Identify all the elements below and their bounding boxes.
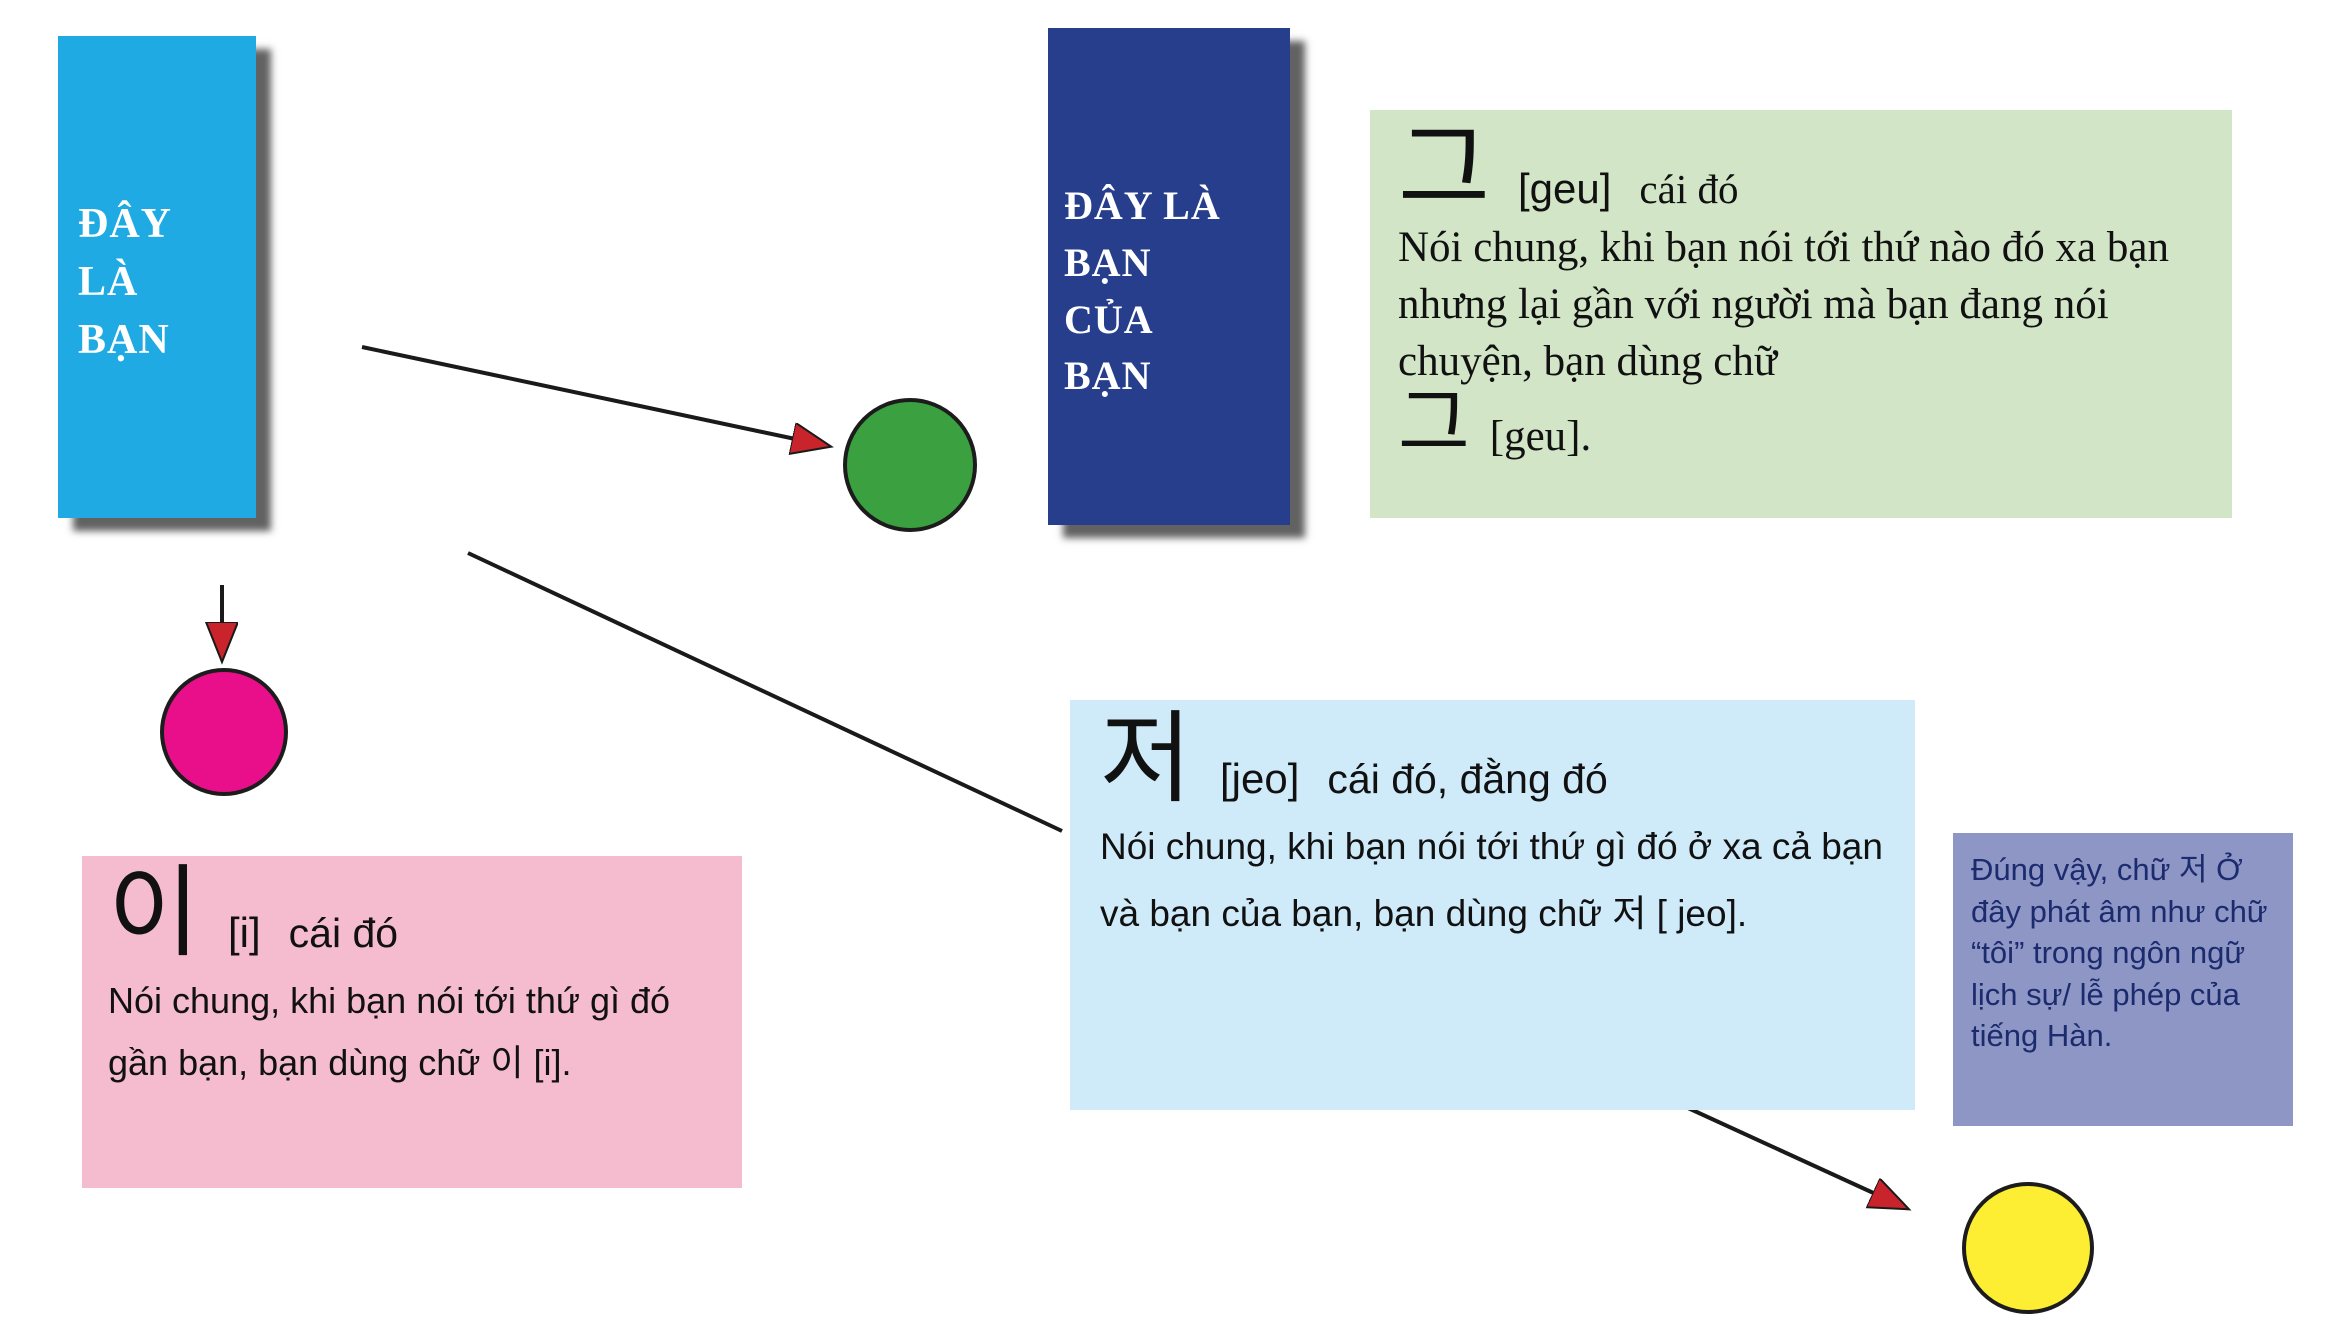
i-explanation-box: 이 [i] cái đó Nói chung, khi bạn nói tới … <box>82 856 742 1188</box>
card-this-is-you: ĐÂY LÀ BẠN <box>58 36 256 518</box>
geu-explanation-box: 그 [geu] cái đó Nói chung, khi bạn nói tớ… <box>1370 110 2232 518</box>
i-romanization: [i] <box>228 909 261 956</box>
pronunciation-side-note: Đúng vậy, chữ 저 Ở đây phát âm như chữ “t… <box>1953 833 2293 1126</box>
jeo-romanization: [jeo] <box>1220 755 1300 802</box>
jeo-body-text: Nói chung, khi bạn nói tới thứ gì đó ở x… <box>1100 826 1883 934</box>
green-circle <box>843 398 977 532</box>
line-you-to-jeo-box <box>467 551 1063 833</box>
geu-header: 그 [geu] cái đó <box>1398 113 2204 225</box>
magenta-circle <box>160 668 288 796</box>
jeo-meaning: cái đó, đằng đó <box>1327 756 1608 802</box>
hangul-geu-glyph-small: 그 <box>1398 379 1470 468</box>
jeo-explanation-box: 저 [jeo] cái đó, đằng đó Nói chung, khi b… <box>1070 700 1915 1110</box>
arrow-jeo-box-to-yellow-circle <box>1687 1106 1880 1196</box>
hangul-geu-glyph: 그 <box>1398 113 1490 225</box>
geu-romanization: [geu] <box>1518 165 1612 212</box>
i-meaning: cái đó <box>288 910 399 956</box>
yellow-circle <box>1962 1182 2094 1314</box>
geu-tail: 그 [geu]. <box>1398 379 2204 468</box>
line-you-to-green-circle <box>361 345 800 440</box>
geu-meaning: cái đó <box>1639 166 1739 212</box>
hangul-i-glyph: 이 <box>108 857 200 969</box>
jeo-header: 저 [jeo] cái đó, đằng đó <box>1100 703 1885 815</box>
pronunciation-side-note-text: Đúng vậy, chữ 저 Ở đây phát âm như chữ “t… <box>1971 852 2268 1054</box>
card-this-is-your-friend-label: ĐÂY LÀ BẠN CỦA BẠN <box>1064 183 1221 399</box>
i-header: 이 [i] cái đó <box>108 857 716 969</box>
card-this-is-your-friend: ĐÂY LÀ BẠN CỦA BẠN <box>1048 28 1290 525</box>
card-this-is-you-label: ĐÂY LÀ BẠN <box>78 201 172 363</box>
hangul-jeo-glyph: 저 <box>1100 703 1192 815</box>
geu-body-text: Nói chung, khi bạn nói tới thứ nào đó xa… <box>1398 224 2169 385</box>
geu-tail-text: [geu]. <box>1489 413 1592 461</box>
i-body-text: Nói chung, khi bạn nói tới thứ gì đó gần… <box>108 980 671 1083</box>
